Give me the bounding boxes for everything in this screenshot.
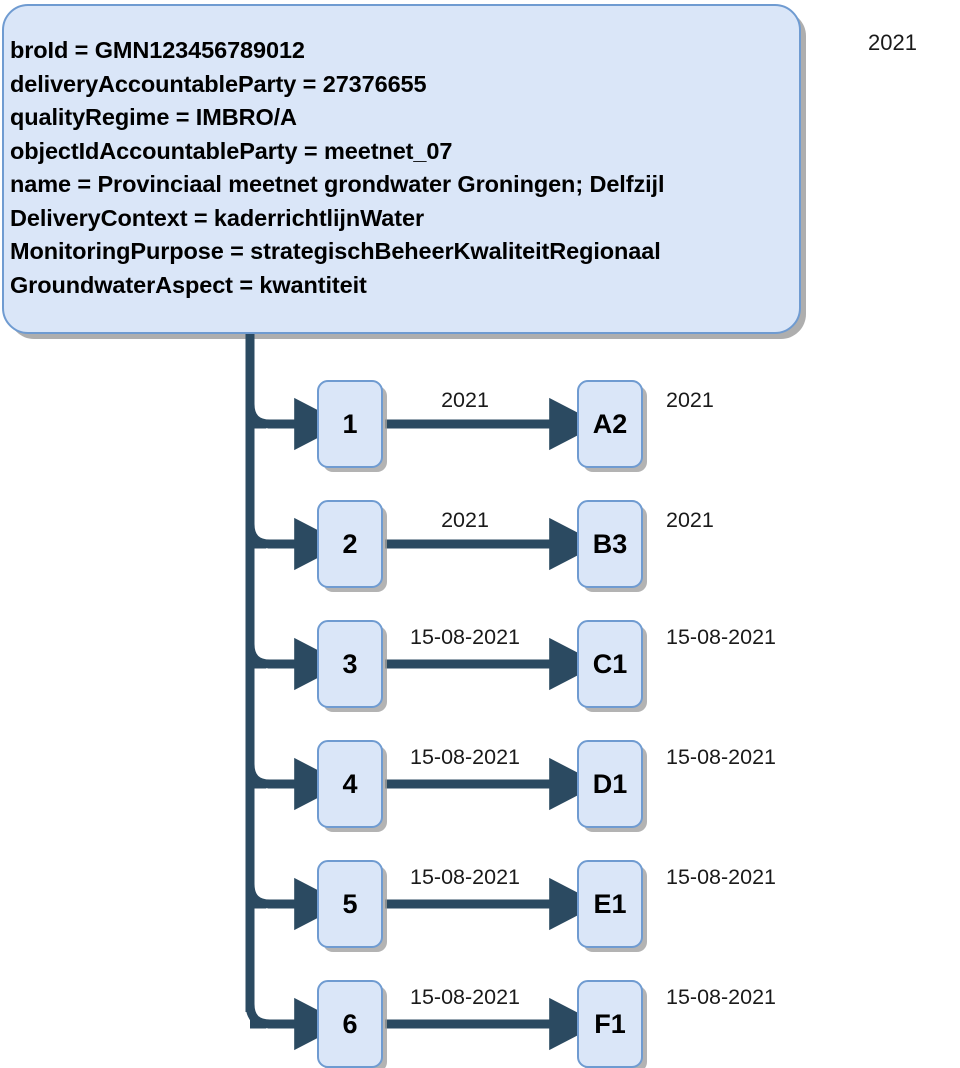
measuring-point-node-2[interactable]: 2 (317, 500, 383, 588)
node-label: 5 (342, 888, 358, 919)
row-trailing-label-4: 15-08-2021 (666, 745, 776, 769)
monitoring-network-info-box: broId = GMN123456789012 deliveryAccounta… (2, 4, 801, 334)
tube-node-a2[interactable]: A2 (577, 380, 643, 468)
info-line-broid: broId = GMN123456789012 (10, 37, 305, 63)
row-trailing-label-1: 2021 (666, 388, 714, 412)
info-line-object-id-accountable-party: objectIdAccountableParty = meetnet_07 (10, 137, 453, 164)
node-label: A2 (592, 408, 628, 439)
measuring-point-node-5[interactable]: 5 (317, 860, 383, 948)
info-line-groundwater-aspect: GroundwaterAspect = kwantiteit (10, 271, 367, 298)
tube-node-b3[interactable]: B3 (577, 500, 643, 588)
measuring-point-node-3[interactable]: 3 (317, 620, 383, 708)
node-label: 1 (342, 408, 358, 439)
row-trailing-label-5: 15-08-2021 (666, 865, 776, 889)
info-box-lines: broId = GMN123456789012 deliveryAccounta… (10, 34, 789, 302)
node-label: C1 (592, 648, 628, 679)
measuring-point-node-6[interactable]: 6 (317, 980, 383, 1068)
measuring-point-node-1[interactable]: 1 (317, 380, 383, 468)
edge-label-row-1: 2021 (441, 388, 489, 412)
node-label: E1 (593, 888, 627, 919)
node-label: 2 (342, 528, 358, 559)
node-label: D1 (592, 768, 628, 799)
info-line-delivery-accountable-party: deliveryAccountableParty = 27376655 (10, 70, 427, 97)
edge-label-row-4: 15-08-2021 (410, 745, 520, 769)
corner-year-label: 2021 (868, 30, 917, 55)
info-line-quality-regime: qualityRegime = IMBRO/A (10, 104, 297, 130)
edge-label-row-2: 2021 (441, 508, 489, 532)
info-line-monitoring-purpose: MonitoringPurpose = strategischBeheerKwa… (10, 238, 661, 264)
tube-node-c1[interactable]: C1 (577, 620, 643, 708)
tube-node-e1[interactable]: E1 (577, 860, 643, 948)
node-label: 6 (342, 1008, 358, 1039)
row-trailing-label-2: 2021 (666, 508, 714, 532)
row-trailing-label-6: 15-08-2021 (666, 985, 776, 1009)
node-label: 3 (342, 648, 358, 679)
measuring-point-node-4[interactable]: 4 (317, 740, 383, 828)
tube-node-f1[interactable]: F1 (577, 980, 643, 1068)
node-label: F1 (594, 1008, 626, 1039)
row-trailing-label-3: 15-08-2021 (666, 625, 776, 649)
node-label: 4 (342, 768, 358, 799)
edge-label-row-3: 15-08-2021 (410, 625, 520, 649)
node-label: B3 (592, 528, 628, 559)
edge-label-row-5: 15-08-2021 (410, 865, 520, 889)
info-line-delivery-context: DeliveryContext = kaderrichtlijnWater (10, 204, 424, 231)
edge-label-row-6: 15-08-2021 (410, 985, 520, 1009)
info-line-name: name = Provinciaal meetnet grondwater Gr… (10, 171, 665, 197)
tube-node-d1[interactable]: D1 (577, 740, 643, 828)
